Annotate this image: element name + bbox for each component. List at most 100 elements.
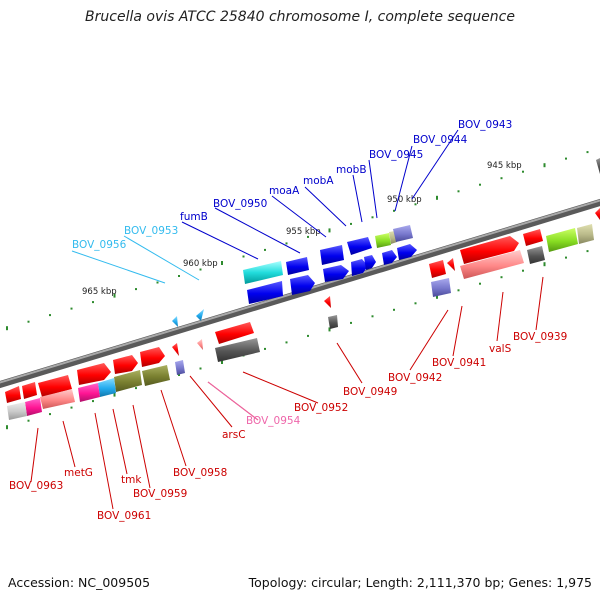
guide-dot xyxy=(393,209,395,212)
label-BOV_0945[interactable]: BOV_0945 xyxy=(369,149,423,161)
gene-BOV_0943[interactable] xyxy=(393,225,413,242)
guide-dot xyxy=(500,177,503,180)
guide-dot xyxy=(457,190,460,193)
label-BOV_0954[interactable]: BOV_0954 xyxy=(246,415,301,427)
gene-lavender-right[interactable] xyxy=(431,278,451,297)
label-BOV_0963[interactable]: BOV_0963 xyxy=(9,480,63,492)
label-BOV_0949[interactable]: BOV_0949 xyxy=(343,386,397,398)
gene-BOV_0952[interactable] xyxy=(215,322,260,362)
gene-BOV_0954[interactable] xyxy=(197,339,203,350)
label-BOV_0950[interactable]: BOV_0950 xyxy=(213,198,267,210)
guide-dot xyxy=(522,269,524,272)
label-BOV_0958[interactable]: BOV_0958 xyxy=(173,467,227,479)
gene-fumB[interactable] xyxy=(243,261,283,284)
guide-dot xyxy=(436,195,438,200)
label-BOV_0939[interactable]: BOV_0939 xyxy=(513,331,567,343)
gene-green-right[interactable] xyxy=(546,228,578,252)
right-genes xyxy=(429,158,600,297)
top-labels: BOV_0943 BOV_0944 BOV_0945 mobB mobA BOV… xyxy=(72,119,512,251)
gene-mobB[interactable] xyxy=(347,237,372,255)
gene-tmk[interactable] xyxy=(114,370,142,392)
scale-label-965: 965 kbp xyxy=(82,287,117,297)
label-BOV_0942[interactable]: BOV_0942 xyxy=(388,372,442,384)
genome-summary-text: Topology: circular; Length: 2,111,370 bp… xyxy=(248,575,592,590)
guide-dot xyxy=(479,183,481,186)
label-fumB[interactable]: fumB xyxy=(180,211,208,223)
guide-dot xyxy=(285,242,288,245)
label-metG[interactable]: metG xyxy=(64,467,93,479)
gene-blue-row2-3[interactable] xyxy=(364,255,376,270)
gene-BOV_0956[interactable] xyxy=(172,316,178,327)
guide-dot xyxy=(457,289,460,292)
gene-BOV_0950[interactable] xyxy=(286,257,309,275)
gene-blue-row2-4[interactable] xyxy=(382,250,397,265)
label-BOV_0943[interactable]: BOV_0943 xyxy=(458,119,512,131)
guide-dot xyxy=(27,419,30,422)
label-arsC[interactable]: arsC xyxy=(222,429,246,441)
gene-valS[interactable] xyxy=(460,236,519,264)
gene-mobA[interactable] xyxy=(320,245,344,265)
guide-dot xyxy=(264,347,266,350)
gene-blue-row2-5[interactable] xyxy=(397,244,417,260)
guide-dot xyxy=(371,315,374,318)
leader-lines xyxy=(30,129,544,510)
guide-dot xyxy=(92,301,94,304)
label-BOV_0944[interactable]: BOV_0944 xyxy=(413,134,468,146)
guide-dot xyxy=(586,250,589,253)
bottom-strand-genes xyxy=(5,296,338,420)
label-mobA[interactable]: mobA xyxy=(303,175,334,187)
guide-dot xyxy=(414,203,417,206)
guide-dot xyxy=(113,392,116,397)
guide-dot xyxy=(307,235,309,238)
gene-blue-strand2-a[interactable] xyxy=(247,281,283,304)
guide-dot xyxy=(371,216,374,219)
gene-BOV_0961[interactable] xyxy=(77,363,116,402)
label-mobB[interactable]: mobB xyxy=(336,164,367,176)
gene-tan-right[interactable] xyxy=(577,224,594,244)
gene-darkgrey-right[interactable] xyxy=(527,246,545,264)
gene-BOV_0963[interactable] xyxy=(5,382,42,420)
guide-dot xyxy=(221,360,223,364)
gene-BOV_0949[interactable] xyxy=(324,296,338,329)
guide-dot xyxy=(178,374,180,376)
gene-red-edge[interactable] xyxy=(595,208,600,220)
gene-BOV_0959[interactable] xyxy=(113,355,138,374)
gene-blue-strand2-b[interactable] xyxy=(290,275,315,295)
guide-dot xyxy=(156,281,159,284)
gene-BOV_0941[interactable] xyxy=(460,250,524,279)
label-BOV_0953[interactable]: BOV_0953 xyxy=(124,225,178,237)
gene-blue-row2-2[interactable] xyxy=(351,259,368,276)
guide-dot xyxy=(242,255,245,258)
guide-dot xyxy=(49,413,51,416)
gene-arsC[interactable] xyxy=(172,343,185,375)
label-tmk[interactable]: tmk xyxy=(121,474,142,486)
gene-BOV_0958[interactable] xyxy=(140,347,170,386)
guide-dot xyxy=(543,163,546,168)
label-BOV_0956[interactable]: BOV_0956 xyxy=(72,239,127,251)
guide-dot xyxy=(135,387,137,390)
accession-text: Accession: NC_009505 xyxy=(8,575,151,590)
label-valS[interactable]: valS xyxy=(489,343,512,355)
label-BOV_0959[interactable]: BOV_0959 xyxy=(133,488,187,500)
guide-dot xyxy=(307,334,309,337)
guide-dot xyxy=(543,262,546,267)
guide-dot xyxy=(328,228,331,233)
guide-dot xyxy=(178,275,180,277)
label-moaA[interactable]: moaA xyxy=(269,185,300,197)
guide-dot xyxy=(393,308,395,311)
gene-blue-row2-1[interactable] xyxy=(323,265,349,282)
gene-BOV_0953[interactable] xyxy=(196,309,204,321)
label-BOV_0941[interactable]: BOV_0941 xyxy=(432,357,486,369)
gene-BOV_0945[interactable] xyxy=(375,233,391,248)
gene-grey-edge[interactable] xyxy=(596,158,600,174)
guide-dot xyxy=(27,320,30,323)
gene-BOV_0942[interactable] xyxy=(429,260,446,278)
gene-small-red-right[interactable] xyxy=(447,258,455,271)
scale-label-955: 955 kbp xyxy=(286,227,321,237)
label-BOV_0961[interactable]: BOV_0961 xyxy=(97,510,151,522)
guide-dot xyxy=(350,222,352,225)
gene-metG[interactable] xyxy=(38,375,75,409)
label-BOV_0952[interactable]: BOV_0952 xyxy=(294,402,348,414)
gene-BOV_0939[interactable] xyxy=(523,229,543,246)
guide-dot xyxy=(221,261,223,265)
